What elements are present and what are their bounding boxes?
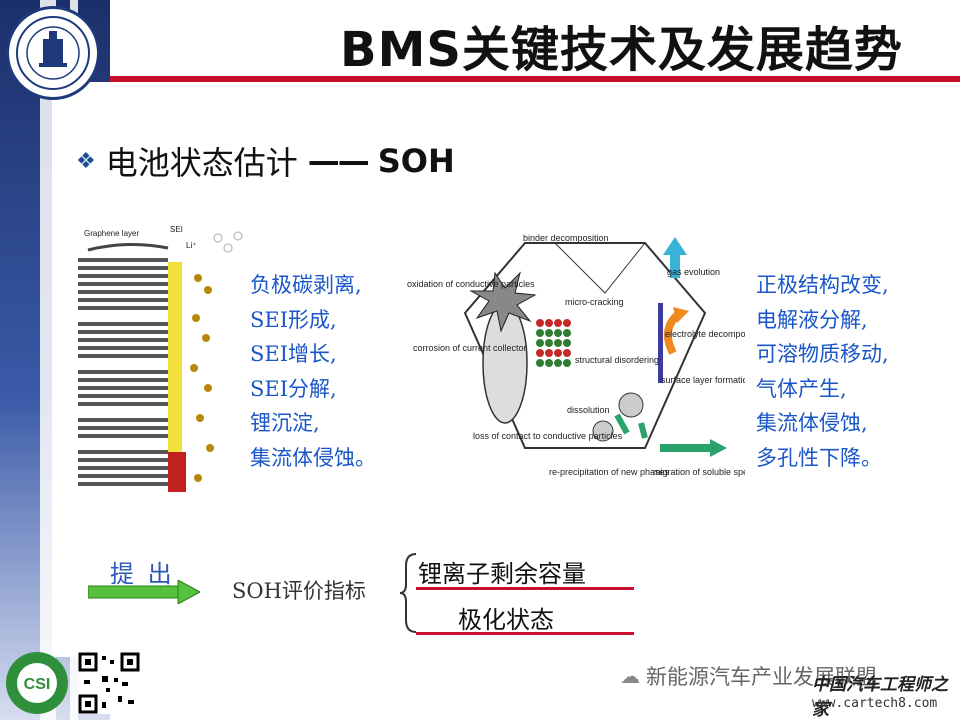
graphene-layer-label: Graphene layer [84, 229, 139, 238]
anode-effect-item: 集流体侵蚀。 [250, 445, 376, 470]
loss-of-contact-label: loss of contact to conductive particles [473, 431, 623, 441]
section-heading-dash: —— [307, 142, 370, 180]
cathode-degradation-figure: binder decomposition oxidation of conduc… [405, 233, 745, 495]
sei-label: SEI [170, 225, 183, 234]
corrosion-label: corrosion of current collector [413, 343, 527, 353]
brace-icon [399, 553, 417, 633]
slide-title: BMS关键技术及发展趋势 [340, 22, 903, 78]
anode-effect-item: SEI形成, [250, 307, 337, 332]
university-logo [6, 6, 100, 100]
anode-effects-list: 负极碳剥离, SEI形成, SEI增长, SEI分解, 锂沉淀, 集流体侵蚀。 [250, 268, 376, 475]
section-heading: ❖ 电池状态估计 —— SOH [76, 138, 455, 184]
proposal-arrow-icon [88, 580, 200, 604]
wechat-icon: ☁ [620, 664, 640, 688]
wechat-account-name: 新能源汽车产业发展联盟 [646, 665, 877, 689]
electrolyte-decomposition-label: electrolyte decomposition [665, 329, 745, 339]
university-emblem-icon [16, 16, 90, 90]
soh-index-label: SOH评价指标 [232, 579, 366, 603]
qr-code-icon[interactable] [78, 652, 140, 714]
svg-text:CSI: CSI [24, 676, 51, 693]
gas-evolution-label: gas evolution [667, 267, 720, 277]
anode-effect-item: 锂沉淀, [250, 411, 320, 435]
soh-index-item: 锂离子剩余容量 [418, 560, 586, 588]
csi-logo: CSI [6, 652, 68, 714]
anode-effect-item: SEI增长, [250, 342, 337, 366]
index-underline [416, 632, 634, 635]
anode-effect-item: 负极碳剥离, [250, 273, 362, 297]
structural-disordering-label: structural disordering [575, 355, 659, 365]
oxidation-label: oxidation of conductive particles [407, 279, 535, 289]
li-ion-label: Li⁺ [186, 241, 196, 250]
cathode-effects-list: 正极结构改变, 电解液分解, 可溶物质移动, 气体产生, 集流体侵蚀, 多孔性下… [756, 268, 889, 475]
re-precipitation-label: re-precipitation of new phases [549, 467, 670, 477]
anode-effect-item: SEI分解, [250, 376, 337, 401]
proposal-label: 提 出 [110, 560, 175, 588]
section-heading-text: 电池状态估计 [105, 144, 298, 182]
cathode-effect-item: 正极结构改变, [756, 273, 889, 297]
index-underline [416, 587, 634, 590]
surface-layer-label: surface layer formation [661, 375, 745, 385]
anode-degradation-figure: Graphene layer SEI Li⁺ [78, 218, 246, 498]
site-url[interactable]: www.cartech8.com [812, 696, 938, 711]
cathode-effect-item: 可溶物质移动, [756, 342, 889, 366]
site-brand: 中国汽车工程师之家 [812, 675, 948, 720]
cathode-effect-item: 集流体侵蚀, [756, 411, 868, 435]
migration-label: migration of soluble species [653, 467, 745, 477]
soh-index-item: 极化状态 [458, 606, 554, 634]
diamond-bullet-icon: ❖ [76, 148, 96, 174]
dissolution-label: dissolution [567, 405, 610, 415]
cathode-effect-item: 电解液分解, [756, 307, 868, 332]
wechat-source: ☁ 新能源汽车产业发展联盟 [620, 661, 877, 691]
section-heading-key: SOH [377, 142, 455, 180]
title-underline [110, 76, 960, 82]
cathode-effect-item: 气体产生, [756, 376, 847, 401]
micro-cracking-label: micro-cracking [565, 297, 624, 307]
cathode-effect-item: 多孔性下降。 [756, 445, 882, 470]
binder-decomposition-label: binder decomposition [523, 233, 609, 243]
